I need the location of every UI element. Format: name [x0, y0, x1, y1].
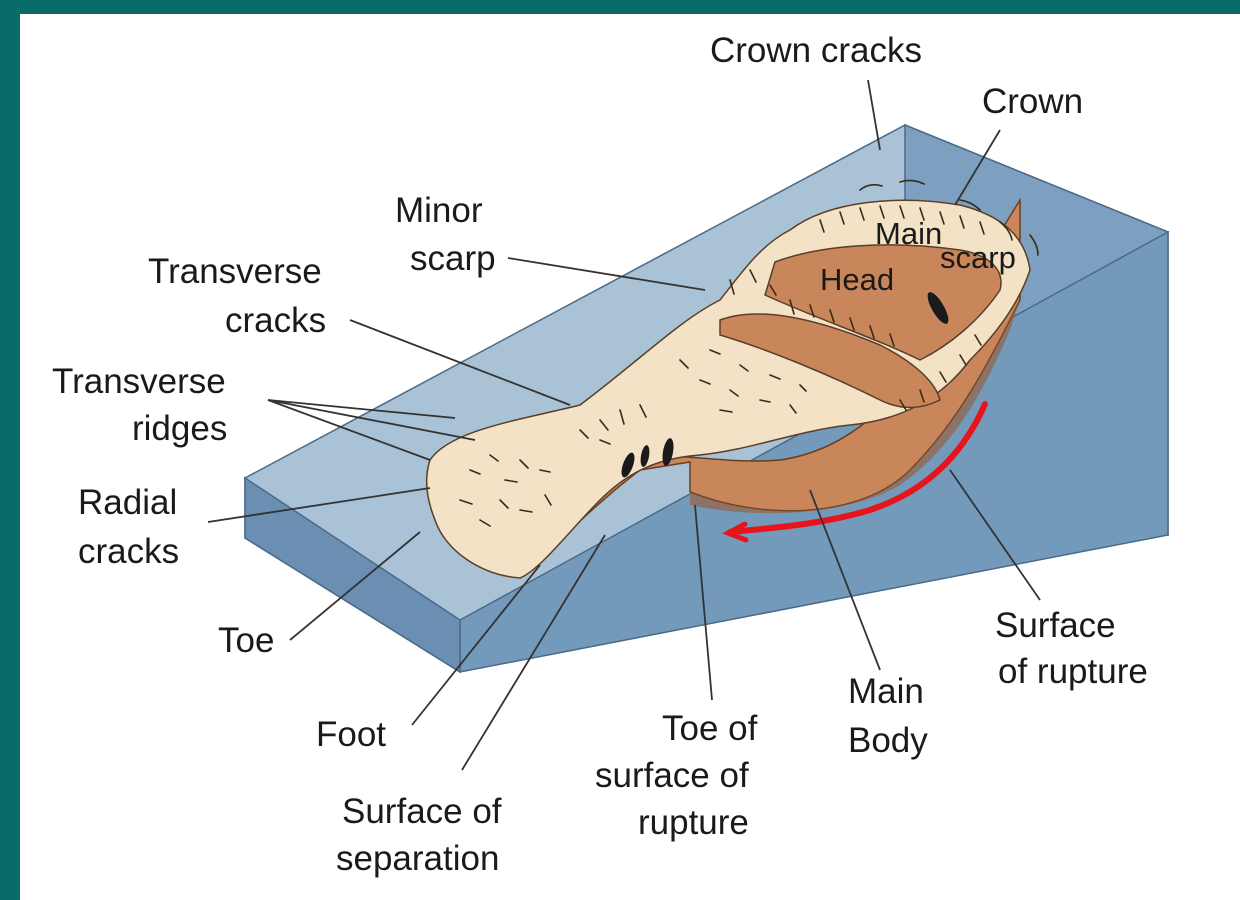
label-main-body-2: Body [848, 721, 928, 760]
label-toe-of-surface-3: rupture [638, 803, 749, 842]
label-surface-of-rupture-2: of rupture [998, 652, 1148, 691]
label-main-body-1: Main [848, 672, 924, 711]
label-main-scarp-2: scarp [940, 240, 1016, 275]
label-surface-of-separation-1: Surface of [342, 792, 502, 831]
label-surface-of-separation-2: separation [336, 839, 499, 878]
label-main-scarp-1: Main [875, 216, 942, 251]
label-transverse-cracks-1: Transverse [148, 252, 322, 291]
landslide-diagram: Crown cracks Crown Minor scarp Main scar… [20, 14, 1240, 900]
label-head: Head [820, 262, 894, 297]
diagram-frame: Crown cracks Crown Minor scarp Main scar… [20, 14, 1240, 900]
label-transverse-ridges-1: Transverse [52, 362, 226, 401]
label-surface-of-rupture-1: Surface [995, 606, 1116, 645]
label-foot: Foot [316, 715, 386, 754]
label-minor-scarp-2: scarp [410, 239, 496, 278]
label-transverse-cracks-2: cracks [225, 301, 326, 340]
label-minor-scarp-1: Minor [395, 191, 483, 230]
label-transverse-ridges-2: ridges [132, 409, 227, 448]
label-toe-of-surface-1: Toe of [662, 709, 758, 748]
label-toe: Toe [218, 621, 274, 660]
label-radial-cracks-1: Radial [78, 483, 177, 522]
label-toe-of-surface-2: surface of [595, 756, 749, 795]
label-crown: Crown [982, 82, 1083, 121]
label-radial-cracks-2: cracks [78, 532, 179, 571]
label-crown-cracks: Crown cracks [710, 31, 922, 70]
